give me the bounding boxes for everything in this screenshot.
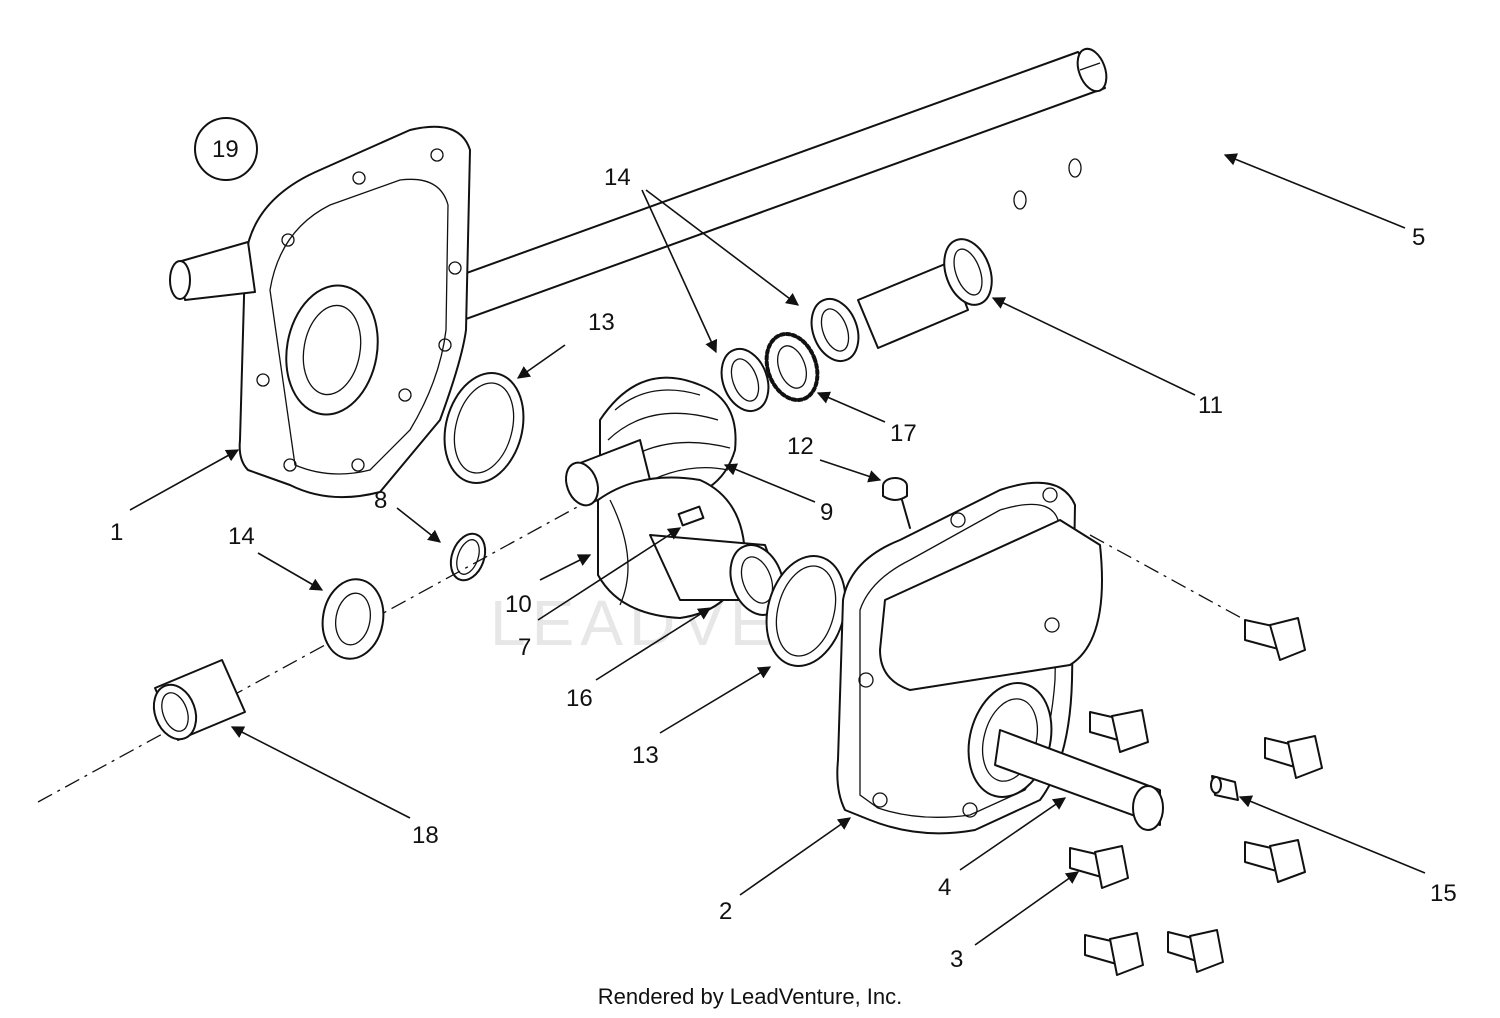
bushing-part-11	[857, 238, 993, 349]
needle-bearing-part-17	[764, 332, 820, 402]
thrust-washer-part-14-lower	[321, 578, 385, 660]
thrust-washer-part-14-right	[810, 298, 860, 362]
grease-fitting-part-15	[1210, 775, 1239, 801]
worm-gear-part-9	[565, 376, 737, 507]
callout-4: 4	[938, 874, 951, 901]
callout-14-lower: 14	[228, 523, 255, 550]
bolt-part-3-c	[1264, 735, 1323, 779]
callout-14-upper: 14	[604, 164, 631, 191]
gear-housing-half-part-1	[169, 125, 471, 499]
callout-2: 2	[719, 898, 732, 925]
callout-19: 19	[212, 136, 239, 163]
bolt-part-3-g	[1167, 929, 1224, 973]
callout-13-upper: 13	[588, 309, 615, 336]
key-part-7	[677, 505, 705, 527]
bushing-part-18	[152, 659, 246, 741]
bolt-part-3-d	[1244, 839, 1306, 883]
output-shaft-part-4	[994, 729, 1164, 831]
thrust-washer-part-14-left	[720, 348, 770, 412]
retaining-ring-part-8	[449, 532, 487, 582]
right-axis-line	[1089, 534, 1246, 621]
bolt-part-3-f	[1084, 932, 1144, 976]
callout-7: 7	[518, 634, 531, 661]
center-axis-line	[37, 499, 591, 803]
washer-part-13-upper	[443, 372, 525, 484]
leader-lines	[129, 153, 1426, 946]
callout-15: 15	[1430, 880, 1457, 907]
footer-credit: Rendered by LeadVenture, Inc.	[597, 984, 903, 1009]
callout-11: 11	[1198, 392, 1223, 419]
bolt-part-3-e	[1069, 845, 1129, 889]
callout-1: 1	[110, 519, 123, 546]
callout-5: 5	[1412, 224, 1425, 251]
callout-18: 18	[412, 822, 439, 849]
callout-9: 9	[820, 499, 833, 526]
callout-10: 10	[505, 591, 532, 618]
callout-17: 17	[890, 420, 917, 447]
bolt-part-3-b	[1089, 709, 1149, 753]
callout-13-lower: 13	[632, 742, 659, 769]
vent-plug-part-12	[882, 477, 911, 529]
bolt-part-3-a	[1244, 617, 1306, 661]
callout-16: 16	[566, 685, 593, 712]
callout-3: 3	[950, 946, 963, 973]
washer-part-13-lower	[765, 555, 847, 667]
callout-circle-19	[194, 117, 258, 181]
callout-12: 12	[787, 433, 814, 460]
callout-8: 8	[374, 487, 387, 514]
